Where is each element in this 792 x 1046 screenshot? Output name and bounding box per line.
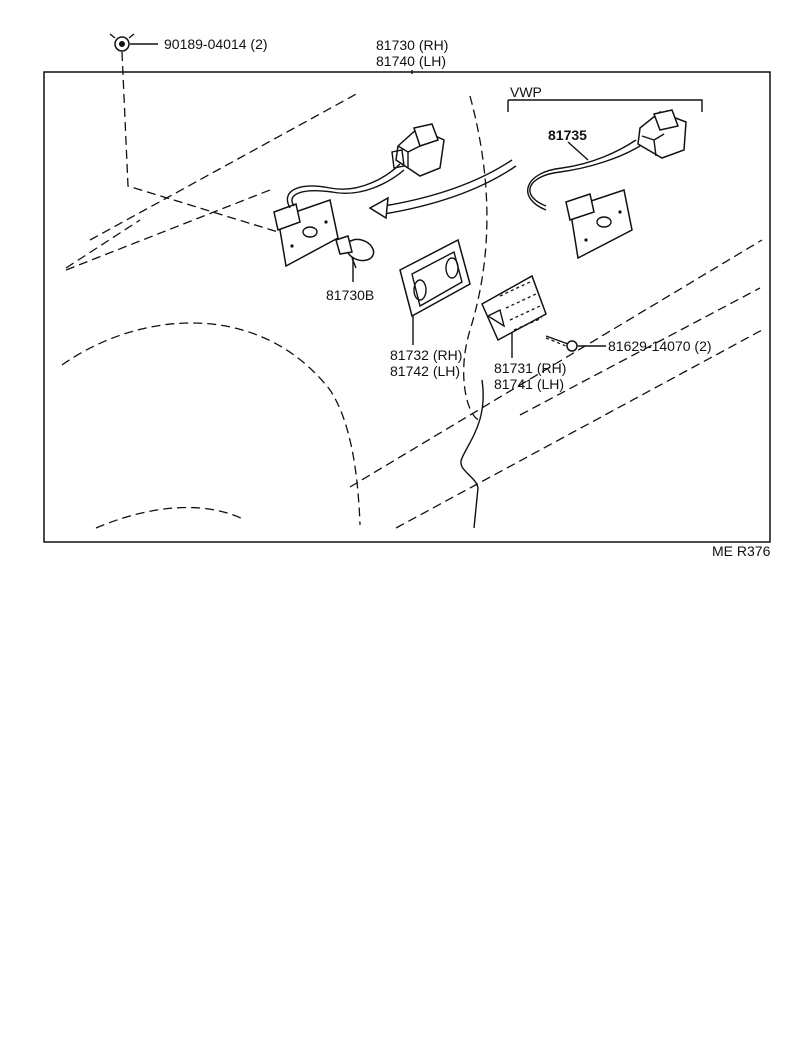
vwp-connector-icon — [637, 109, 687, 159]
body-panel-outline — [61, 91, 763, 529]
lens-lh-label: 81742 (LH) — [390, 363, 460, 379]
housing-lh-label: 81741 (LH) — [494, 376, 564, 392]
lamp-lh-label: 81740 (LH) — [376, 53, 446, 69]
lens-icon — [399, 238, 471, 318]
diagram-frame — [43, 71, 771, 543]
screw-label: 81629-14070 (2) — [608, 338, 712, 354]
housing-icon — [481, 274, 547, 342]
direction-arrow — [368, 159, 517, 220]
wire-connector-icon — [391, 123, 445, 177]
screw-icon — [545, 335, 578, 352]
lamp-rh-label: 81730 (RH) — [376, 37, 448, 53]
leader-lines — [121, 43, 703, 358]
vwp-socket-icon — [527, 139, 641, 260]
lamp-socket-icon — [273, 163, 405, 268]
diagram-code-label: ME R376 — [712, 543, 771, 559]
bulb-icon — [335, 235, 375, 269]
lens-rh-label: 81732 (RH) — [390, 347, 462, 363]
clip-label: 90189-04014 (2) — [164, 36, 268, 52]
clip-icon — [109, 33, 135, 52]
vwp-part-label: 81735 — [548, 127, 587, 143]
vwp-label: VWP — [510, 84, 542, 100]
housing-rh-label: 81731 (RH) — [494, 360, 566, 376]
bulb-label: 81730B — [326, 287, 374, 303]
